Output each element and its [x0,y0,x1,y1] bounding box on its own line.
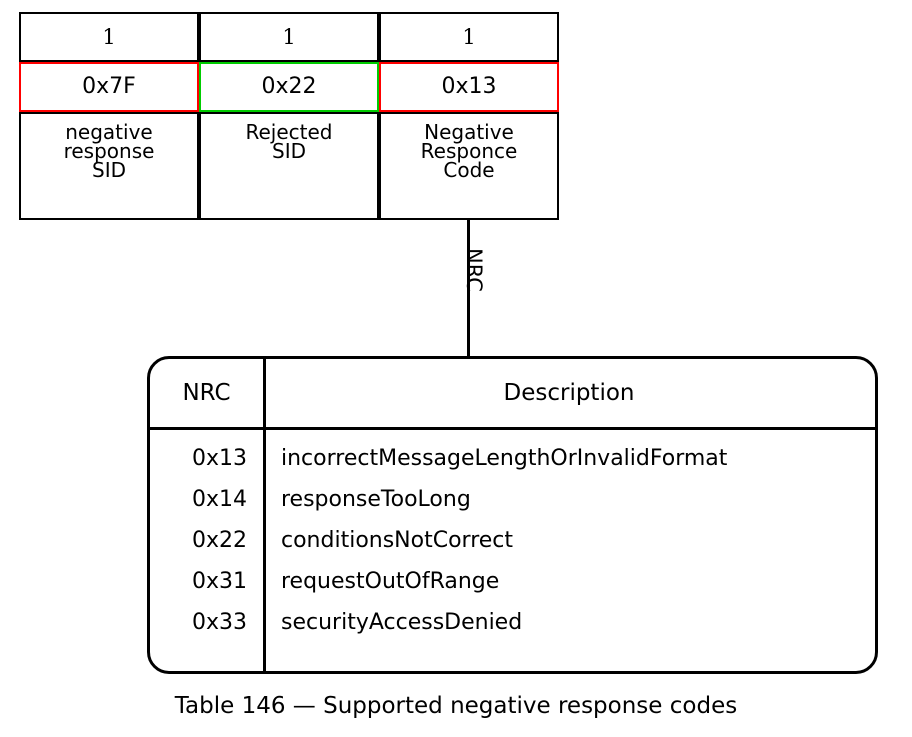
message-field-negative-response-sid: 1 0x7F negative response SID [19,12,199,220]
field-length-cell: 1 [379,12,559,62]
table-column-divider [263,359,266,671]
cell-nrc-code: 0x31 [191,569,247,594]
connector-line [467,219,470,357]
cell-nrc-description: securityAccessDenied [281,610,523,635]
message-field-negative-response-code: 1 0x13 Negative Responce Code [379,12,559,220]
field-description-line: SID [272,139,306,164]
field-length-cell: 1 [19,12,199,62]
message-layout-diagram: 1 0x7F negative response SID 1 0x22 Reje… [19,12,559,220]
field-value-cell: 0x7F [19,62,199,112]
table-caption: Table 146 — Supported negative response … [174,693,738,719]
table-row: 0x14 responseTooLong [150,479,875,520]
field-description-line: Code [443,158,495,183]
field-value-cell: 0x22 [199,62,379,112]
cell-nrc-code: 0x22 [191,528,247,553]
nrc-lookup-table: NRC Description 0x13 incorrectMessageLen… [147,356,878,674]
field-description-line: SID [92,158,126,183]
field-description-line: response [63,139,155,164]
table-header-row: NRC Description [150,359,875,427]
cell-nrc-code: 0x33 [191,610,247,635]
table-body: 0x13 incorrectMessageLengthOrInvalidForm… [150,430,875,643]
field-description-cell: Rejected SID [199,112,379,220]
field-length-cell: 1 [199,12,379,62]
table-row: 0x13 incorrectMessageLengthOrInvalidForm… [150,438,875,479]
field-description-cell: Negative Responce Code [379,112,559,220]
cell-nrc-code: 0x14 [191,487,247,512]
field-description-cell: negative response SID [19,112,199,220]
message-field-rejected-sid: 1 0x22 Rejected SID [199,12,379,220]
cell-nrc-description: requestOutOfRange [281,569,500,594]
connector-label-nrc: NRC [462,248,486,292]
table-row: 0x22 conditionsNotCorrect [150,520,875,561]
field-description-line: Responce [420,139,518,164]
cell-nrc-description: responseTooLong [281,487,471,512]
field-description-line: Negative [424,120,514,144]
table-header-divider [150,427,875,430]
field-description-line: Rejected [245,120,333,144]
cell-nrc-code: 0x13 [191,446,247,471]
field-description-line: negative [65,120,153,144]
field-value-cell: 0x13 [379,62,559,112]
table-row: 0x31 requestOutOfRange [150,561,875,602]
table-row: 0x33 securityAccessDenied [150,602,875,643]
column-header-nrc: NRC [182,380,231,406]
cell-nrc-description: conditionsNotCorrect [281,528,514,553]
column-header-description: Description [503,380,635,406]
cell-nrc-description: incorrectMessageLengthOrInvalidFormat [281,446,728,471]
